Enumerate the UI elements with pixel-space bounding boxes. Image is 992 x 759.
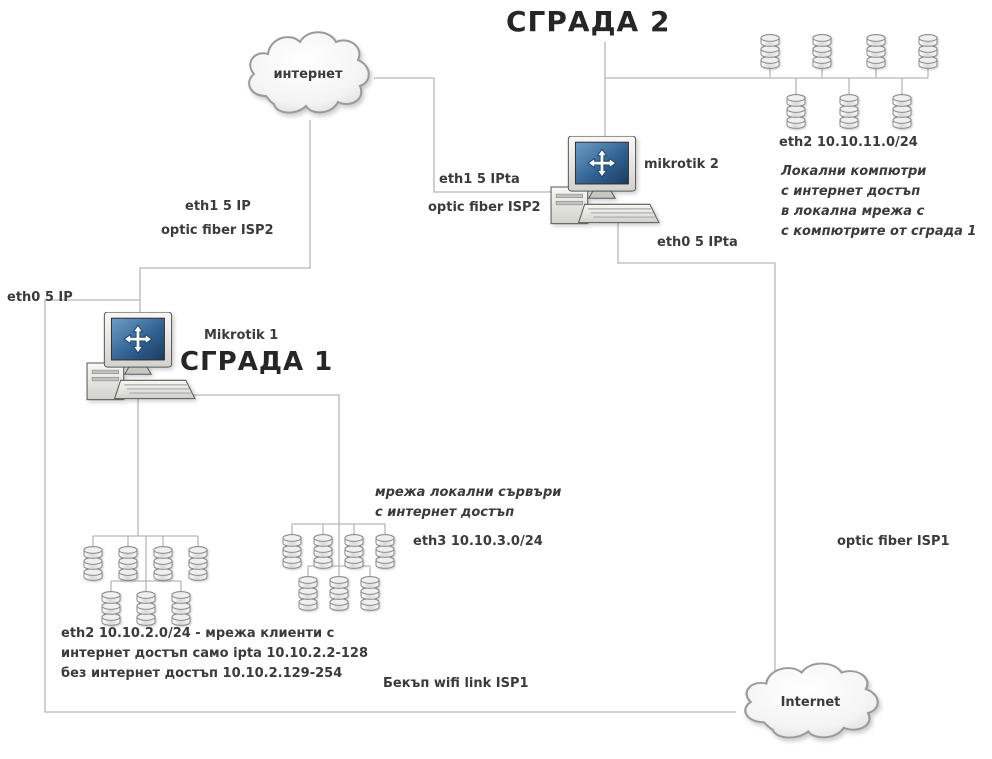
disk-stack-icon [171, 591, 191, 626]
disk-stack-icon [866, 34, 886, 69]
servers-note: мрежа локални сървъри с интернет достъп [375, 485, 562, 521]
disk-stack-icon [839, 94, 859, 129]
b2-eth2-network-label: eth2 10.10.11.0/24 [779, 135, 918, 150]
servers-eth3-label: eth3 10.10.3.0/24 [413, 534, 543, 549]
disk-stack-icon [101, 591, 121, 626]
building1-title: СГРАДА 1 [180, 347, 334, 377]
disk-stack-icon [344, 534, 364, 569]
b1-eth0-label: eth0 5 IP [7, 290, 73, 305]
b2-wan-eth1-label: eth1 5 IPta [439, 172, 520, 187]
disk-stack-icon [375, 534, 395, 569]
disk-stack-icon [188, 546, 208, 581]
internet-cloud-bottom-label: Internet [780, 694, 841, 710]
internet-cloud-top: интернет [238, 24, 378, 124]
disk-stack-icon [282, 534, 302, 569]
mikrotik1-label: Mikrotik 1 [204, 328, 279, 343]
disk-stack-icon [136, 591, 156, 626]
router-mikrotik2-icon [550, 136, 660, 225]
disk-stack-icon [313, 534, 333, 569]
disk-stack-icon [153, 546, 173, 581]
disk-stack-icon [329, 576, 349, 611]
mikrotik2-label: mikrotik 2 [644, 157, 719, 172]
disk-stack-icon [786, 94, 806, 129]
disk-stack-icon [892, 94, 912, 129]
b2-wan-fiber-label: optic fiber ISP2 [428, 200, 541, 215]
b1-wan-fiber-label: optic fiber ISP2 [161, 223, 274, 238]
disk-stack-icon [760, 34, 780, 69]
b2-lan-note: Локални компютри с интернет достъп в лок… [781, 164, 977, 240]
disk-stack-icon [83, 546, 103, 581]
optic-fiber-isp1-label: optic fiber ISP1 [837, 534, 950, 549]
internet-cloud-top-label: интернет [273, 66, 343, 82]
internet-cloud-bottom: Internet [733, 656, 888, 748]
disk-stack-icon [918, 34, 938, 69]
disk-stack-icon [812, 34, 832, 69]
clients-network-note: eth2 10.10.2.0/24 - мрежа клиенти с инте… [61, 626, 369, 682]
disk-stack-icon [298, 576, 318, 611]
b2-eth0-label: eth0 5 IPta [657, 235, 738, 250]
building2-title: СГРАДА 2 [506, 5, 671, 38]
b1-wan-eth1-label: eth1 5 IP [185, 199, 251, 214]
backup-wifi-label: Бекъп wifi link ISP1 [383, 676, 529, 691]
disk-stack-icon [360, 576, 380, 611]
disk-stack-icon [118, 546, 138, 581]
